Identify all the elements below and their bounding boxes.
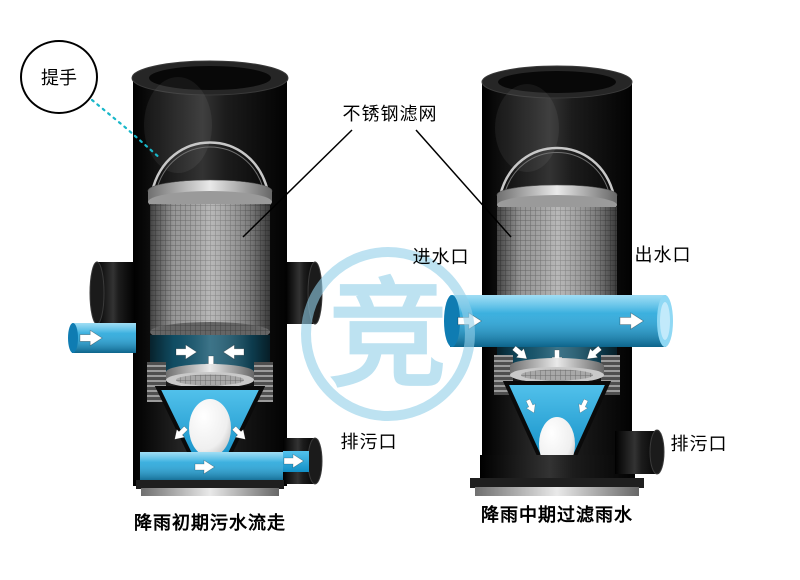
drain-label-right: 排污口 xyxy=(670,434,728,454)
right-device xyxy=(444,65,673,496)
right-device-top-bore xyxy=(498,71,616,93)
right-device-drain-stub xyxy=(615,429,665,475)
handle-label: 提手 xyxy=(41,68,77,88)
handle-leader-line xyxy=(90,98,163,161)
left-device-base-skirt xyxy=(136,480,284,489)
left-device-inlet-flow xyxy=(68,323,136,353)
mesh-leader-line-left xyxy=(242,129,353,238)
left-device-float-ball xyxy=(189,399,231,457)
left-device-handle-wire xyxy=(150,141,270,193)
inlet-label: 进水口 xyxy=(412,247,470,267)
right-device-plate xyxy=(510,358,604,383)
outlet-label: 出水口 xyxy=(634,245,692,265)
left-device-drain-stub xyxy=(283,437,323,485)
left-device xyxy=(68,60,323,496)
right-device-handle-wire xyxy=(498,146,616,197)
left-device-top-bore xyxy=(149,66,271,90)
leader-lines xyxy=(90,98,512,238)
mesh-leader-line-right xyxy=(415,129,512,238)
caption-left: 降雨初期污水流走 xyxy=(134,513,286,533)
right-device-filter-mesh xyxy=(497,207,617,295)
left-device-plate xyxy=(166,364,254,388)
watermark-character: 竞 xyxy=(329,270,447,402)
left-device-base-plate xyxy=(141,488,279,496)
mesh-label: 不锈钢滤网 xyxy=(342,104,438,124)
left-device-filter-mesh xyxy=(150,204,270,342)
right-device-base-skirt xyxy=(470,478,644,488)
caption-right: 降雨中期过滤雨水 xyxy=(481,505,633,525)
left-device-drain-channel xyxy=(140,452,285,482)
drain-label-left: 排污口 xyxy=(340,432,398,452)
watermark-logo: 竞 xyxy=(301,247,475,421)
handle-label-bubble: 提手 xyxy=(20,40,98,114)
right-device-through-pipe xyxy=(444,295,673,347)
right-device-base-plate xyxy=(475,487,639,496)
